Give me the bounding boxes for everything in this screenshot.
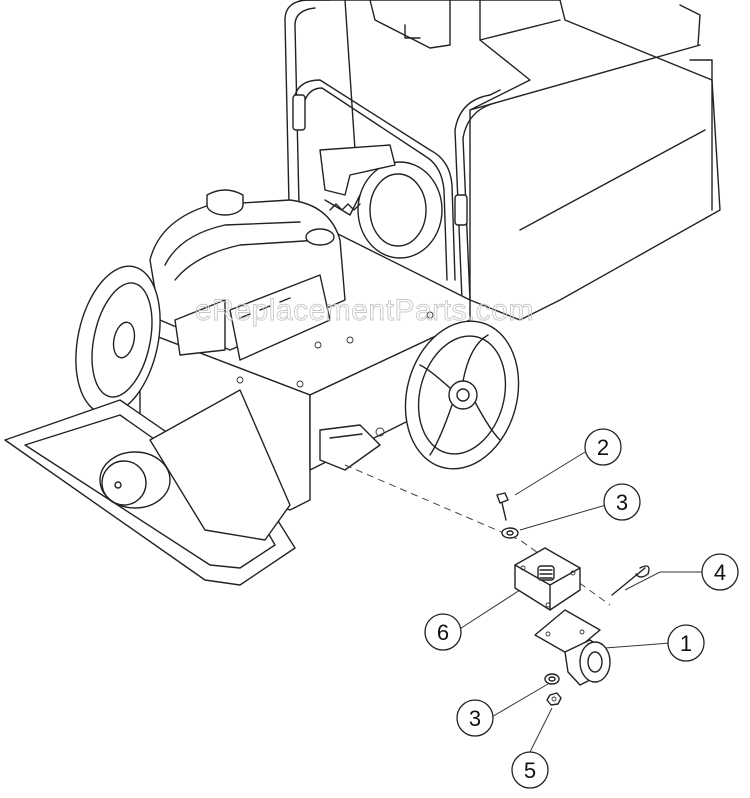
callout-4: 4 (701, 553, 739, 591)
callout-3-upper: 3 (603, 483, 641, 521)
callout-2: 2 (584, 428, 622, 466)
callout-label: 2 (597, 435, 609, 460)
watermark: eReplacementParts.com (195, 294, 534, 327)
fan-housing (319, 144, 443, 259)
callout-label: 3 (616, 490, 628, 515)
leader-lines (454, 451, 710, 753)
engine (149, 189, 346, 361)
collection-bag (299, 0, 721, 321)
callout-label: 3 (469, 706, 481, 731)
part-washer-bottom (544, 673, 560, 685)
callout-label: 6 (437, 620, 449, 645)
caster-mount-bracket (319, 424, 385, 471)
callout-label: 1 (680, 631, 692, 656)
right-wheel (404, 320, 520, 470)
callout-label: 4 (714, 560, 726, 585)
part-bolt-top (496, 492, 509, 521)
part-washer-top (501, 527, 519, 539)
front-nozzle (4, 389, 296, 586)
callout-1: 1 (667, 624, 705, 662)
part-nut (546, 692, 562, 706)
callout-3-lower: 3 (456, 699, 494, 737)
part-pin (611, 565, 650, 596)
callout-label: 5 (524, 758, 536, 783)
callout-5: 5 (511, 751, 549, 789)
callout-6: 6 (424, 613, 462, 651)
part-caster-bracket (514, 547, 581, 611)
part-caster-wheel (534, 609, 611, 686)
